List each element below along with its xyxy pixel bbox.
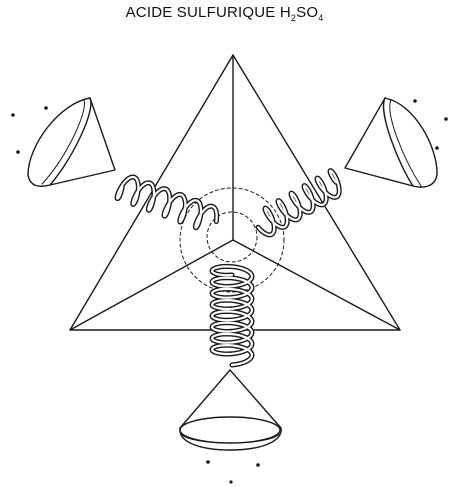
cone-bottom-body [180, 370, 281, 450]
tetrahedron-edge-left [70, 240, 233, 330]
cone-top-left [28, 98, 115, 186]
spring-bottom-inner [212, 266, 252, 365]
cone-top-right-body [345, 98, 437, 187]
dot [256, 463, 260, 467]
cone-top-left-body [28, 98, 115, 186]
springs [117, 171, 339, 365]
dot [16, 150, 20, 154]
dot [435, 146, 439, 150]
dot [206, 460, 210, 464]
cone-bottom [180, 370, 281, 450]
dot [444, 117, 448, 121]
dot [44, 106, 48, 110]
dot [229, 480, 232, 483]
cone-top-right [345, 98, 437, 187]
dot [413, 99, 417, 103]
dot [11, 113, 15, 117]
